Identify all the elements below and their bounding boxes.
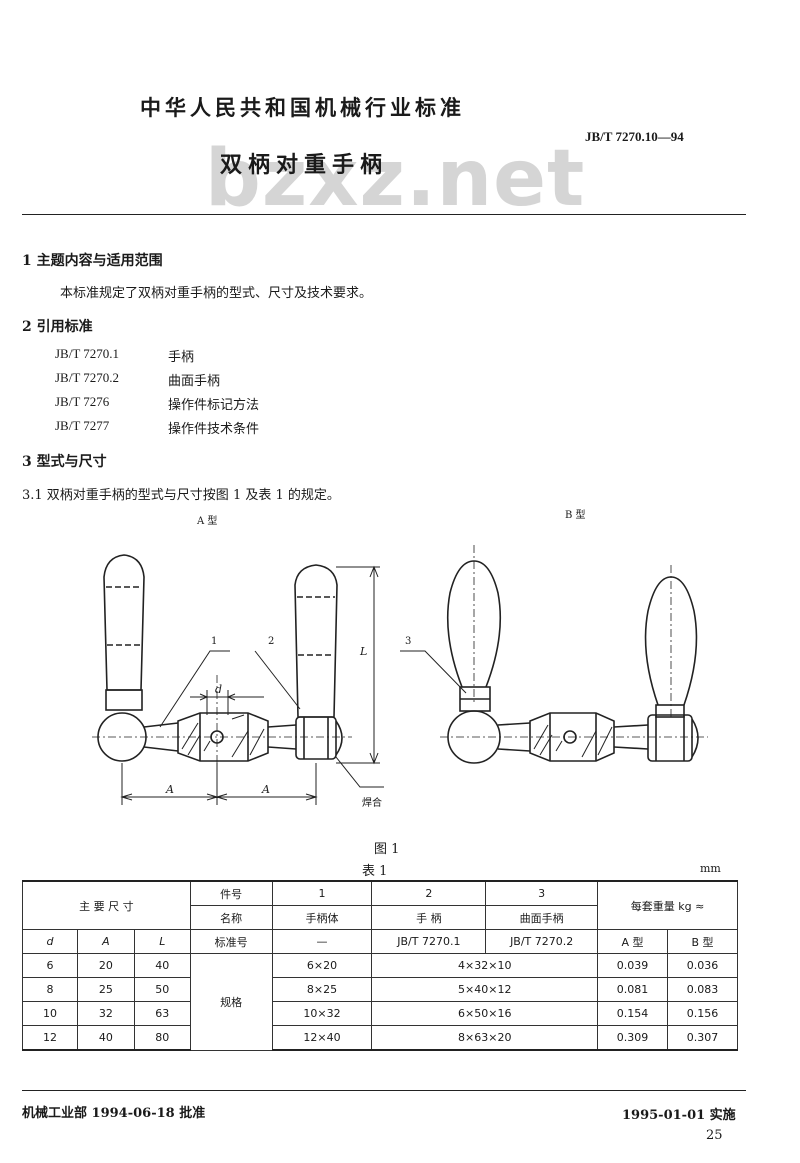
cell-l: 80 <box>133 1025 191 1051</box>
standard-code: JB/T 7270.10—94 <box>585 129 684 144</box>
cell-l: 40 <box>133 953 191 978</box>
section-3-heading: 3 型式与尺寸 <box>22 454 107 470</box>
type-a-right-barrel <box>295 716 337 760</box>
cell-a: 20 <box>76 953 135 978</box>
cell-d: 6 <box>22 953 78 978</box>
cell-part1-spec: 10×32 <box>271 1001 373 1026</box>
type-a-left-ball <box>97 712 147 762</box>
type-a-label: A 型 <box>197 516 218 527</box>
part-name-1: 手柄体 <box>271 905 373 930</box>
spec-label: 规格 <box>189 953 273 1051</box>
callout-1: 1 <box>211 636 218 647</box>
watermark: bzxz.net <box>205 134 586 224</box>
weld-note: 焊合 <box>362 798 382 809</box>
section-3-1-text: 3.1 双柄对重手柄的型式与尺寸按图 1 及表 1 的规定。 <box>22 488 340 503</box>
cell-weight-b: 0.036 <box>667 953 738 978</box>
dimension-l-label: L <box>360 645 368 658</box>
cell-a: 25 <box>76 977 135 1002</box>
type-a-hub <box>177 712 269 762</box>
col-weight-type-b: B 型 <box>667 929 738 954</box>
type-b-label: B 型 <box>565 510 586 521</box>
part-std-2: JB/T 7270.1 <box>371 929 487 954</box>
ref-code: JB/T 7277 <box>55 418 110 433</box>
dimension-a-label: A <box>166 783 174 796</box>
cell-part23-spec: 6×50×16 <box>371 1001 599 1026</box>
ref-code: JB/T 7270.1 <box>55 346 120 361</box>
dimension-d-label: d <box>215 683 223 696</box>
cell-d: 12 <box>22 1025 78 1051</box>
cell-l: 50 <box>133 977 191 1002</box>
cell-l: 63 <box>133 1001 191 1026</box>
table-row: 8 25 50 8×25 5×40×12 0.081 0.083 <box>22 977 738 1002</box>
section-1-heading: 1 主题内容与适用范围 <box>22 253 163 269</box>
part-std-1: — <box>271 929 373 954</box>
table-row: 12 40 80 12×40 8×63×20 0.309 0.307 <box>22 1025 738 1051</box>
type-b-right-barrel <box>647 714 693 762</box>
cell-d: 8 <box>22 977 78 1002</box>
cell-d: 10 <box>22 1001 78 1026</box>
type-b-hub <box>529 712 615 762</box>
table-1: 主 要 尺 寸 件号 1 2 3 每套重量 kg ≈ 名称 手柄体 手 柄 曲面… <box>22 880 738 1051</box>
document-title: 双柄对重手柄 <box>220 152 389 178</box>
page-number: 25 <box>706 1128 723 1143</box>
name-label: 名称 <box>189 905 273 930</box>
ref-code: JB/T 7276 <box>55 394 110 409</box>
part-name-3: 曲面手柄 <box>485 905 599 930</box>
cell-part1-spec: 8×25 <box>271 977 373 1002</box>
cell-weight-b: 0.083 <box>667 977 738 1002</box>
cell-weight-a: 0.154 <box>597 1001 668 1026</box>
type-a-left-grip <box>103 554 145 691</box>
header-rule <box>22 214 746 215</box>
cell-weight-a: 0.081 <box>597 977 668 1002</box>
cell-part23-spec: 5×40×12 <box>371 977 599 1002</box>
part-no-1: 1 <box>271 880 373 906</box>
effective-date: 1995-01-01 实施 <box>622 1108 736 1123</box>
section-2-heading: 2 引用标准 <box>22 319 93 335</box>
table-row: 10 32 63 10×32 6×50×16 0.154 0.156 <box>22 1001 738 1026</box>
approval-line: 机械工业部 1994-06-18 批准 <box>22 1106 206 1121</box>
callout-3: 3 <box>405 636 412 647</box>
ref-name: 曲面手柄 <box>168 374 221 389</box>
cell-weight-b: 0.307 <box>667 1025 738 1051</box>
cell-part1-spec: 12×40 <box>271 1025 373 1051</box>
part-no-3: 3 <box>485 880 599 906</box>
table-row: 6 20 40 规格 6×20 4×32×10 0.039 0.036 <box>22 953 738 1051</box>
dimension-a-label: A <box>262 783 270 796</box>
section-1-text: 本标准规定了双柄对重手柄的型式、尺寸及技术要求。 <box>60 286 373 301</box>
table-header-row: 主 要 尺 寸 件号 1 2 3 每套重量 kg ≈ <box>22 880 738 930</box>
table-caption: 表 1 <box>362 864 388 879</box>
ref-name: 操作件标记方法 <box>168 398 260 413</box>
part-no-2: 2 <box>371 880 487 906</box>
col-a-header: A <box>76 929 135 954</box>
figure-1-drawing <box>92 545 708 805</box>
cell-part23-spec: 4×32×10 <box>371 953 599 978</box>
col-l-header: L <box>133 929 191 954</box>
col-weight-type-a: A 型 <box>597 929 668 954</box>
cell-part23-spec: 8×63×20 <box>371 1025 599 1051</box>
figure-caption: 图 1 <box>374 842 400 857</box>
part-no-label: 件号 <box>189 880 273 906</box>
ref-code: JB/T 7270.2 <box>55 370 120 385</box>
type-a-right-grip <box>294 564 338 718</box>
issuing-organization: 中华人民共和国机械行业标准 <box>140 95 465 120</box>
callout-2: 2 <box>268 636 275 647</box>
part-std-3: JB/T 7270.2 <box>485 929 599 954</box>
cell-weight-a: 0.039 <box>597 953 668 978</box>
col-d-header: d <box>22 929 78 954</box>
cell-a: 40 <box>76 1025 135 1051</box>
table-unit: mm <box>700 862 721 875</box>
main-dim-header: 主 要 尺 寸 <box>22 880 191 930</box>
ref-name: 手柄 <box>168 350 195 365</box>
cell-a: 32 <box>76 1001 135 1026</box>
cell-part1-spec: 6×20 <box>271 953 373 978</box>
footer-rule <box>22 1090 746 1091</box>
ref-name: 操作件技术条件 <box>168 422 260 437</box>
weight-header: 每套重量 kg ≈ <box>597 880 738 930</box>
cell-weight-a: 0.309 <box>597 1025 668 1051</box>
part-name-2: 手 柄 <box>371 905 487 930</box>
table-header-row: d A L 标准号 — JB/T 7270.1 JB/T 7270.2 A 型 … <box>22 929 738 954</box>
cell-weight-b: 0.156 <box>667 1001 738 1026</box>
std-label: 标准号 <box>189 929 273 954</box>
